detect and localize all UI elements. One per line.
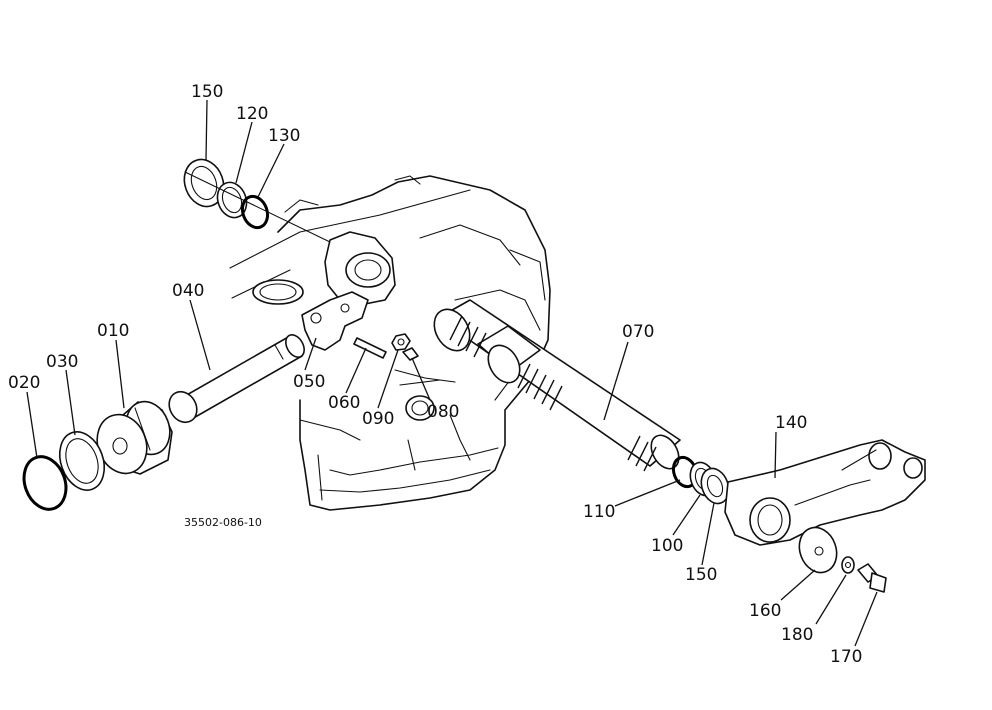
callout-150-bottom: 150 [685, 565, 717, 585]
callout-160: 160 [749, 601, 781, 621]
callout-labels: 150 120 130 040 010 030 020 050 060 090 … [8, 82, 862, 667]
callout-020: 020 [8, 373, 40, 393]
part-180-washer [841, 556, 855, 574]
part-050-bracket [301, 291, 369, 351]
part-020-o-ring [22, 455, 68, 511]
callout-070: 070 [622, 322, 654, 342]
part-160-plate [798, 526, 838, 574]
part-150-lower-washer [700, 467, 730, 505]
callout-080: 080 [427, 402, 459, 422]
callout-050: 050 [293, 372, 325, 392]
callout-180: 180 [781, 625, 813, 645]
callout-120: 120 [236, 104, 268, 124]
callout-140: 140 [775, 413, 807, 433]
callout-110: 110 [583, 502, 615, 522]
part-130-o-ring [240, 194, 270, 230]
callout-010: 010 [97, 321, 129, 341]
part-150-top-washer [183, 158, 225, 208]
part-140-lift-arm [724, 439, 926, 546]
part-040-rod [168, 334, 305, 424]
part-010-piston [96, 400, 173, 475]
callout-100: 100 [651, 536, 683, 556]
part-080-screw [402, 347, 419, 361]
callout-040: 040 [172, 281, 204, 301]
callout-130: 130 [268, 126, 300, 146]
part-090-nut [391, 333, 411, 351]
part-030-backup-ring [58, 431, 106, 491]
part-170-bolt [857, 563, 887, 593]
drawing-code: 35502-086-10 [184, 516, 262, 529]
callout-150-top: 150 [191, 82, 223, 102]
callout-170: 170 [830, 647, 862, 667]
top-seal-axis-line [184, 171, 331, 243]
callout-leader-lines [26, 99, 878, 647]
callout-030: 030 [46, 352, 78, 372]
callout-090: 090 [362, 409, 394, 429]
part-070-shaft [433, 299, 681, 472]
callout-060: 060 [328, 393, 360, 413]
part-060-pin [353, 337, 387, 359]
shaft-splines [449, 315, 657, 472]
